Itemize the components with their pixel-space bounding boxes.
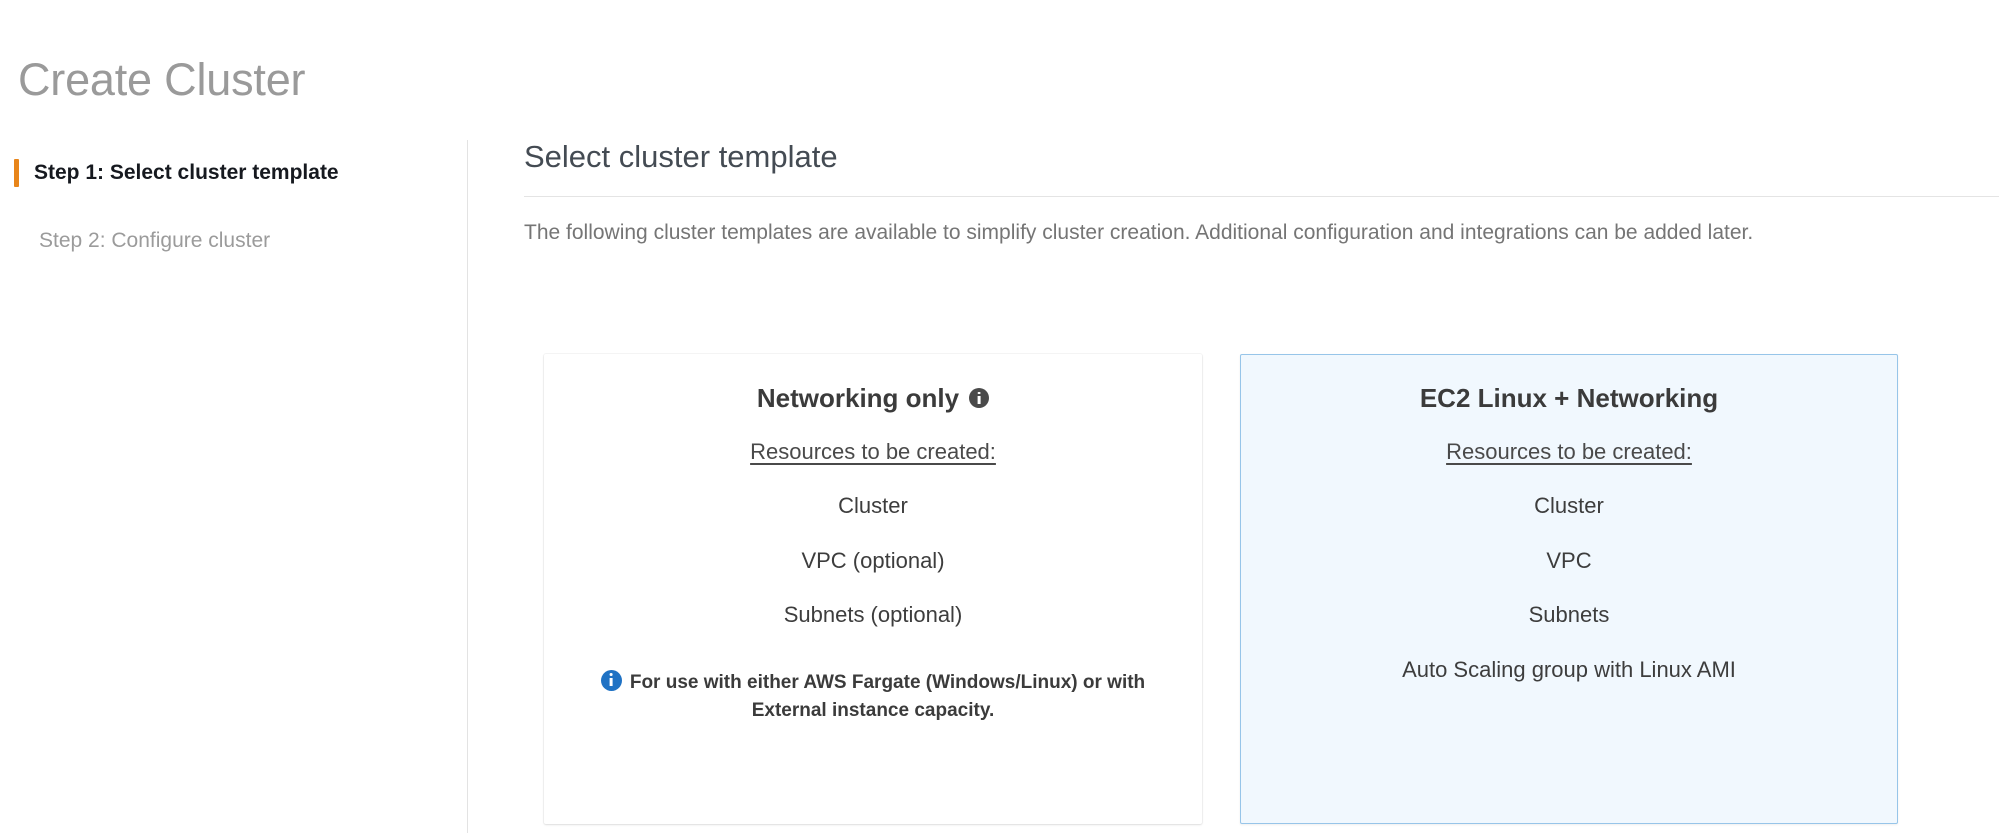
sidebar-step-1[interactable]: Step 1: Select cluster template (0, 154, 467, 192)
sidebar-step-1-label: Step 1: Select cluster template (34, 161, 339, 184)
main-content: Select cluster template The following cl… (520, 139, 1999, 833)
resources-heading: Resources to be created: (750, 439, 996, 465)
wizard-sidebar: Step 1: Select cluster template Step 2: … (0, 140, 468, 833)
template-card-title: Networking only (756, 383, 960, 413)
page-title: Create Cluster (18, 54, 306, 106)
info-icon[interactable] (969, 388, 990, 409)
section-divider (524, 196, 1999, 198)
resource-item: VPC (optional) (801, 547, 945, 573)
resources-heading: Resources to be created: (1446, 439, 1692, 465)
sidebar-step-2-label: Step 2: Configure cluster (39, 229, 271, 252)
section-title: Select cluster template (524, 139, 838, 174)
template-card-title: EC2 Linux + Networking (1419, 383, 1719, 413)
active-step-accent-bar (14, 159, 19, 187)
resource-item: Subnets (1528, 602, 1610, 628)
section-description: The following cluster templates are avai… (524, 221, 1754, 245)
sidebar-step-2[interactable]: Step 2: Configure cluster (0, 222, 467, 260)
resource-item: Cluster (838, 493, 908, 519)
template-card-list: Networking only Resources to be created:… (544, 354, 1999, 824)
info-icon (600, 669, 622, 691)
template-card-title-row: EC2 Linux + Networking (1265, 381, 1873, 415)
resource-item: Subnets (optional) (783, 602, 963, 628)
template-card-note-row: For use with either AWS Fargate (Windows… (569, 669, 1177, 726)
resource-item: VPC (1546, 547, 1592, 573)
template-card-ec2-linux-networking[interactable]: EC2 Linux + Networking Resources to be c… (1240, 354, 1898, 824)
template-card-note: For use with either AWS Fargate (Windows… (629, 671, 1146, 722)
template-card-networking-only[interactable]: Networking only Resources to be created:… (544, 354, 1202, 824)
resource-item: Auto Scaling group with Linux AMI (1402, 656, 1736, 682)
template-card-title-row: Networking only (569, 381, 1177, 415)
resource-item: Cluster (1534, 493, 1604, 519)
